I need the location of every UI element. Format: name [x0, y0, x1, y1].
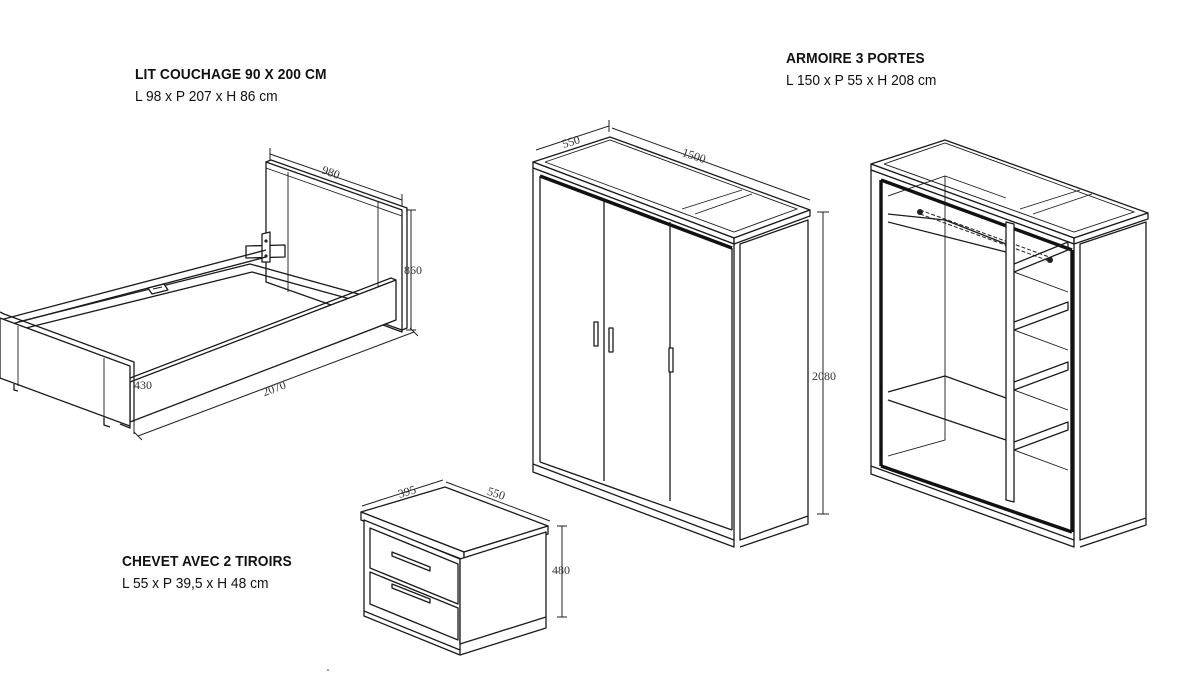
bed-title: LIT COUCHAGE 90 X 200 CM: [135, 66, 327, 83]
door-handle-icon: [608, 327, 614, 353]
bed-footboard: [0, 317, 131, 427]
bed-dimensions: L 98 x P 207 x H 86 cm: [135, 88, 278, 105]
bed-dim-width: 980: [320, 163, 342, 182]
bed-side-rail: [129, 279, 397, 423]
nightstand-drawer-1: [369, 527, 459, 605]
nightstand-title: CHEVET AVEC 2 TIROIRS: [122, 553, 292, 570]
wardrobe-closed-drawing: 550 1500 2080: [532, 120, 836, 548]
bed-caption: LIT COUCHAGE 90 X 200 CM L 98 x P 207 x …: [135, 64, 343, 108]
drawer-handle-icon: [391, 551, 431, 572]
bed-dim-length: 2070: [260, 378, 287, 400]
wardrobe-caption: ARMOIRE 3 PORTES L 150 x P 55 x H 208 cm: [786, 48, 949, 92]
nightstand-caption: CHEVET AVEC 2 TIROIRS L 55 x P 39,5 x H …: [122, 551, 307, 595]
drawer-handle-icon: [391, 583, 431, 604]
bed-dim-foot-height: 430: [134, 378, 152, 392]
nightstand-drawer-2: [369, 571, 459, 641]
wardrobe-title: ARMOIRE 3 PORTES: [786, 50, 925, 67]
door-handle-icon: [668, 347, 674, 373]
nightstand-dim-depth: 395: [396, 482, 417, 501]
wardrobe-dim-height: 2080: [812, 369, 836, 383]
door-handle-icon: [593, 321, 599, 347]
nightstand-dimensions: L 55 x P 39,5 x H 48 cm: [122, 575, 269, 592]
wardrobe-dim-width: 1500: [680, 145, 707, 166]
wardrobe-open-drawing: [870, 139, 1149, 548]
wardrobe-dimensions: L 150 x P 55 x H 208 cm: [786, 72, 937, 89]
bed-dim-height: 860: [404, 263, 422, 277]
nightstand-dim-height: 480: [552, 563, 570, 577]
bed-drawing: 980 860 430 2070: [0, 148, 422, 441]
nightstand-dim-width: 550: [486, 484, 507, 503]
wardrobe-dim-depth: 550: [560, 132, 581, 151]
nightstand-drawing: 395 550 480: [360, 479, 570, 656]
